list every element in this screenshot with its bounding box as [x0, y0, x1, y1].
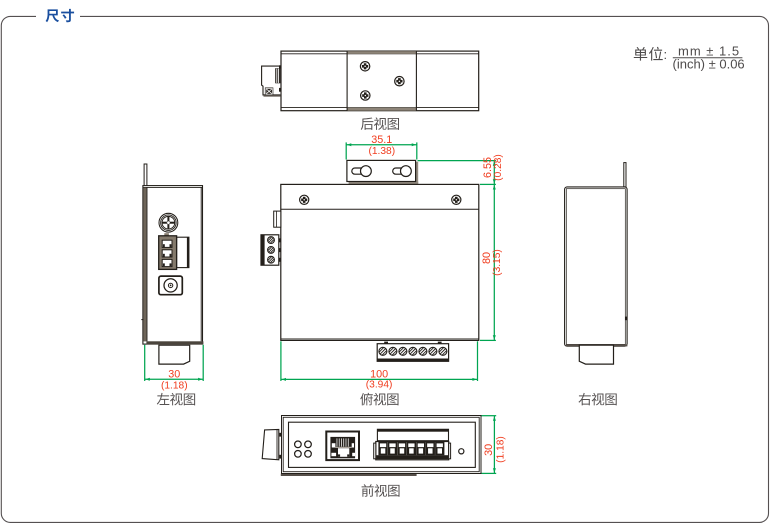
- svg-text:30: 30: [483, 444, 495, 456]
- svg-text:(1.18): (1.18): [495, 436, 506, 463]
- svg-text::: :: [664, 47, 668, 62]
- svg-text:(1.18): (1.18): [161, 380, 188, 391]
- svg-text:(3.15): (3.15): [492, 249, 503, 276]
- svg-text:(0.28): (0.28): [493, 154, 504, 181]
- svg-text:30: 30: [168, 368, 180, 380]
- svg-text:6.55: 6.55: [482, 157, 494, 178]
- svg-text:(3.94): (3.94): [366, 379, 393, 390]
- svg-text:(inch) ± 0.06: (inch) ± 0.06: [673, 57, 745, 72]
- svg-text:35.1: 35.1: [371, 134, 392, 146]
- svg-text:(1.38): (1.38): [368, 146, 395, 157]
- svg-text:mm ± 1.5: mm ± 1.5: [678, 43, 740, 58]
- svg-text:100: 100: [370, 368, 388, 380]
- svg-text:80: 80: [481, 252, 493, 264]
